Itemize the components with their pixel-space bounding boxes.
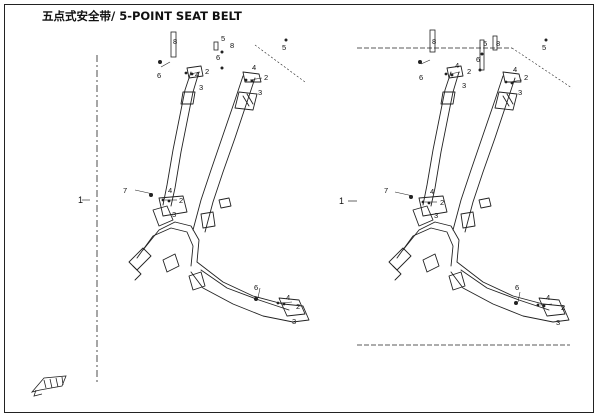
left-seat-belt-harness	[128, 65, 310, 323]
callout-2: 2	[296, 302, 300, 311]
callout-2: 2	[524, 73, 528, 82]
callout-3: 3	[172, 210, 176, 219]
callout-6: 6	[515, 283, 519, 292]
callout-3: 3	[199, 83, 203, 92]
right-view: 8 5 8 5 6 4 2 3 6 4 2 3 7 4 2 3 6 4 2 3 …	[339, 29, 573, 346]
callout-4: 4	[195, 70, 199, 79]
assembly-callout-1: 1	[78, 195, 83, 205]
callout-5: 5	[221, 34, 225, 43]
callout-3: 3	[518, 88, 522, 97]
callout-6: 6	[419, 73, 423, 82]
callout-3: 3	[556, 318, 560, 327]
right-top-mount-pins	[429, 29, 498, 71]
callout-4: 4	[513, 65, 517, 74]
left-top-mount-pins	[170, 31, 219, 58]
assembly-callout-1: 1	[339, 196, 344, 206]
right-leader-lines	[394, 59, 553, 306]
left-fastener-dots	[149, 38, 288, 306]
callout-8: 8	[173, 37, 177, 46]
callout-2: 2	[205, 67, 209, 76]
callout-6: 6	[216, 53, 220, 62]
callout-2: 2	[467, 67, 471, 76]
callout-4: 4	[286, 293, 290, 302]
callout-5: 5	[483, 39, 487, 48]
vehicle-logo-icon	[30, 375, 67, 397]
callout-3: 3	[292, 317, 296, 326]
callout-5: 5	[542, 43, 546, 52]
callout-4: 4	[252, 63, 256, 72]
right-seat-belt-harness	[388, 65, 570, 323]
callout-3: 3	[434, 211, 438, 220]
callout-4: 4	[546, 293, 550, 302]
callout-4: 4	[168, 186, 172, 195]
callout-6: 6	[476, 55, 480, 64]
diagram-title: 五点式安全带/ 5-POINT SEAT BELT	[42, 9, 242, 23]
callout-2: 2	[561, 303, 565, 312]
callout-2: 2	[264, 73, 268, 82]
callout-8: 8	[432, 37, 436, 46]
right-fastener-dots	[409, 38, 548, 308]
callout-8: 8	[230, 41, 234, 50]
sheet-border	[4, 4, 594, 413]
callout-7: 7	[384, 186, 388, 195]
callout-6: 6	[254, 283, 258, 292]
callout-2: 2	[179, 196, 183, 205]
left-view: 8 5 8 5 6 4 2 3 6 4 2 3 7 4 2 3 6 4 2 3 …	[78, 31, 310, 385]
left-leader-lines	[82, 61, 293, 304]
left-view-roof-line	[254, 44, 306, 83]
callout-4: 4	[430, 187, 434, 196]
callout-5: 5	[282, 43, 286, 52]
callout-7: 7	[123, 186, 127, 195]
callout-3: 3	[462, 81, 466, 90]
callout-8: 8	[496, 39, 500, 48]
right-view-roof-line	[511, 47, 573, 89]
callout-2: 2	[440, 198, 444, 207]
callout-6: 6	[157, 71, 161, 80]
callout-3: 3	[258, 88, 262, 97]
callout-4: 4	[455, 61, 459, 70]
